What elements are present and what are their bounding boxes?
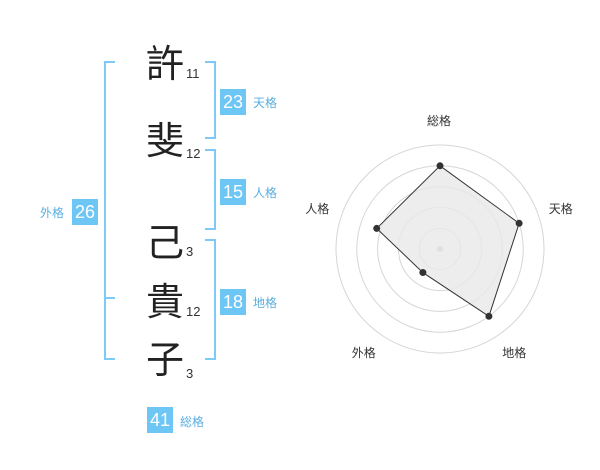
chikaku-label: 地格 bbox=[253, 296, 278, 310]
bracket-jinkaku bbox=[205, 149, 216, 230]
stroke-count-5: 3 bbox=[186, 366, 194, 381]
bracket-gaikaku bbox=[104, 61, 115, 360]
radar-point-2 bbox=[515, 219, 523, 227]
stroke-count-3: 3 bbox=[186, 244, 194, 259]
stroke-count-4: 12 bbox=[186, 304, 201, 319]
radar-ring-5 bbox=[335, 144, 545, 354]
radar-point-4 bbox=[419, 269, 427, 277]
radar-axis-label-2: 天格 bbox=[548, 202, 573, 217]
radar-axis-label-4: 外格 bbox=[351, 345, 376, 360]
jinkaku-label: 人格 bbox=[253, 186, 278, 200]
soukaku-badge: 41 bbox=[147, 407, 174, 433]
radar-point-5 bbox=[373, 224, 381, 232]
stroke-count-2: 12 bbox=[186, 146, 201, 161]
gaikaku-badge: 26 bbox=[72, 199, 99, 225]
bracket-chikaku bbox=[205, 239, 216, 360]
chikaku-badge: 18 bbox=[220, 289, 247, 315]
jinkaku-badge: 15 bbox=[220, 179, 247, 205]
stroke-count-1: 11 bbox=[186, 66, 200, 81]
name-char-5: 子 bbox=[145, 338, 184, 382]
radar-axis-label-1: 総格 bbox=[427, 114, 452, 128]
radar-axis-label-3: 地格 bbox=[502, 345, 527, 360]
name-char-2: 斐 bbox=[145, 119, 184, 163]
gaikaku-label: 外格 bbox=[40, 206, 65, 220]
name-char-1: 許 bbox=[145, 42, 184, 86]
radar-point-1 bbox=[436, 162, 444, 170]
tenkaku-badge: 23 bbox=[220, 89, 247, 115]
radar-axis-label-5: 人格 bbox=[305, 202, 330, 217]
soukaku-label: 総格 bbox=[180, 415, 205, 429]
bracket-tenkaku bbox=[205, 61, 216, 139]
name-char-3: 己 bbox=[145, 221, 184, 265]
tenkaku-label: 天格 bbox=[253, 96, 278, 110]
name-char-4: 貴 bbox=[145, 280, 184, 324]
radar-point-3 bbox=[485, 312, 493, 320]
radar-area bbox=[375, 165, 520, 318]
